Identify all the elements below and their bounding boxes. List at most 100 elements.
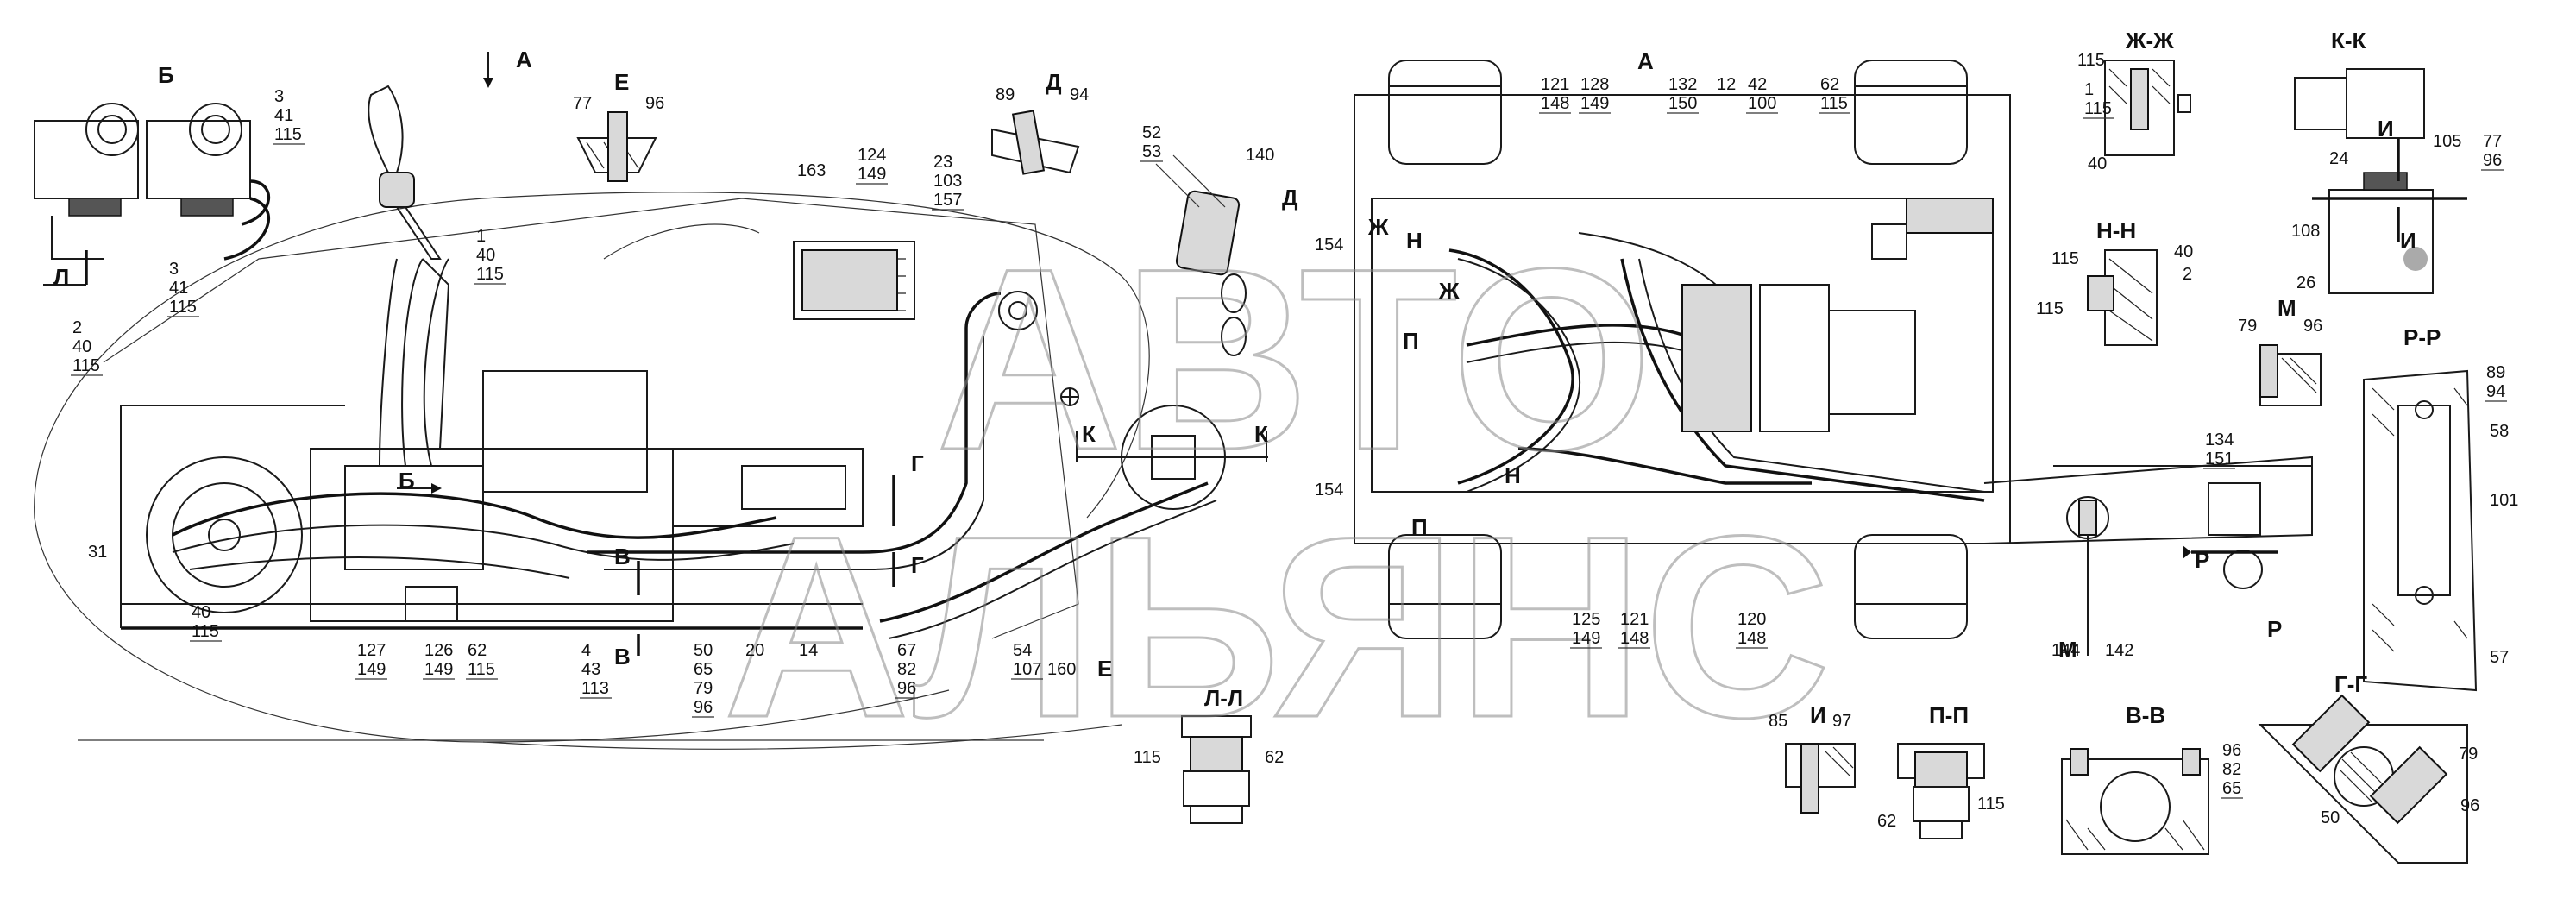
part-number: 115	[1134, 748, 1161, 767]
part-label-l-105: 105	[2433, 132, 2461, 151]
section-letter-s-V2: В	[614, 644, 631, 670]
part-label-l-20: 20	[745, 641, 764, 660]
part-number: 23	[933, 153, 952, 172]
part-number: 121	[1541, 75, 1569, 94]
section-letter-s-I2: И	[2378, 116, 2394, 141]
section-letter-s-A-left: А	[516, 47, 532, 72]
part-number: 4	[581, 641, 591, 660]
part-number: 96	[2483, 151, 2502, 170]
part-label-l-85: 85	[1769, 712, 1787, 731]
part-number: 40	[2174, 242, 2193, 261]
part-label-l-144: 144	[2051, 641, 2080, 660]
part-number: 53	[1142, 142, 1161, 161]
section-v-v	[2061, 748, 2209, 855]
part-number: 115	[2051, 249, 2079, 268]
section-letter-s-LL: Л-Л	[1204, 685, 1243, 711]
section-letter-s-N2: Н	[1505, 462, 1521, 488]
detail-d	[991, 110, 1080, 175]
part-number: 40	[476, 246, 495, 265]
section-letter-s-VV: В-В	[2126, 702, 2165, 728]
part-number: 108	[2291, 222, 2320, 241]
part-number: 142	[2105, 641, 2133, 660]
part-number: 120	[1737, 610, 1766, 629]
section-letter-s-B-top: Б	[158, 62, 174, 88]
part-number: 24	[2329, 149, 2348, 168]
part-number: 103	[933, 172, 962, 191]
part-number: 79	[2459, 745, 2478, 764]
part-number: 144	[2051, 641, 2080, 660]
section-letter-s-P1: П	[1403, 328, 1419, 354]
part-label-l-50-gg: 50	[2321, 808, 2340, 827]
part-number: 57	[2490, 648, 2509, 667]
section-letter-s-NN: Н-Н	[2096, 217, 2136, 243]
part-number: 163	[797, 161, 826, 180]
part-number: 96	[897, 679, 916, 698]
part-number: 148	[1737, 629, 1766, 648]
part-number: 31	[88, 543, 107, 562]
part-number: 3	[274, 87, 284, 106]
part-number: 20	[745, 641, 764, 660]
section-letter-s-E: Е	[614, 69, 629, 95]
section-letter-s-RR: Р-Р	[2403, 324, 2441, 350]
part-number: 65	[694, 660, 713, 679]
section-letter-s-M2: М	[2058, 637, 2077, 663]
part-number: 149	[1572, 629, 1600, 648]
part-number: 77	[573, 94, 592, 113]
part-number: 113	[581, 679, 609, 698]
part-label-l-96-m: 96	[2303, 317, 2322, 336]
part-number: 97	[1832, 712, 1851, 731]
section-zh-zh	[2104, 60, 2191, 156]
watermark-line1: АВТО	[935, 214, 1652, 504]
part-number: 115	[468, 660, 495, 679]
section-letter-s-G2: Г	[911, 552, 924, 578]
part-label-l-154-b: 154	[1315, 481, 1343, 500]
section-letter-s-D: Д	[1046, 69, 1062, 95]
part-number: 115	[1820, 94, 1848, 113]
part-label-l-142: 142	[2105, 641, 2133, 660]
part-number: 14	[799, 641, 818, 660]
left-machine-view	[34, 52, 1268, 750]
part-label-l-79-gg: 79	[2459, 745, 2478, 764]
part-number: 148	[1541, 94, 1569, 113]
section-letter-s-A-right: А	[1637, 48, 1654, 74]
part-number: 132	[1668, 75, 1697, 94]
part-number: 115	[2077, 51, 2105, 70]
part-number: 67	[897, 641, 916, 660]
part-label-l-31: 31	[88, 543, 107, 562]
section-letter-s-G1: Г	[911, 450, 924, 476]
part-number: 126	[424, 641, 453, 660]
section-letter-s-M: М	[2278, 295, 2296, 321]
part-number: 41	[169, 279, 188, 298]
section-letter-s-GG: Г-Г	[2334, 671, 2367, 697]
section-letter-s-D2: Д	[1282, 185, 1298, 211]
part-number: 96	[645, 94, 664, 113]
section-letter-s-PP: П-П	[1929, 702, 1969, 728]
part-number: 101	[2490, 491, 2518, 510]
part-label-l-115-ll: 115	[1134, 748, 1161, 767]
part-number: 154	[1315, 481, 1343, 500]
section-letter-s-E2: Е	[1097, 656, 1112, 682]
part-number: 124	[858, 146, 886, 165]
section-letter-s-R1: Р	[2195, 547, 2209, 573]
section-letter-s-K1: К	[1082, 421, 1096, 447]
part-number: 96	[2303, 317, 2322, 336]
section-letter-s-V1: В	[614, 544, 631, 569]
part-number: 149	[1580, 94, 1609, 113]
part-number: 40	[72, 337, 91, 356]
part-number: 115	[1977, 795, 2005, 814]
part-number: 12	[1717, 75, 1736, 94]
part-number: 26	[2296, 273, 2315, 292]
part-number: 127	[357, 641, 386, 660]
